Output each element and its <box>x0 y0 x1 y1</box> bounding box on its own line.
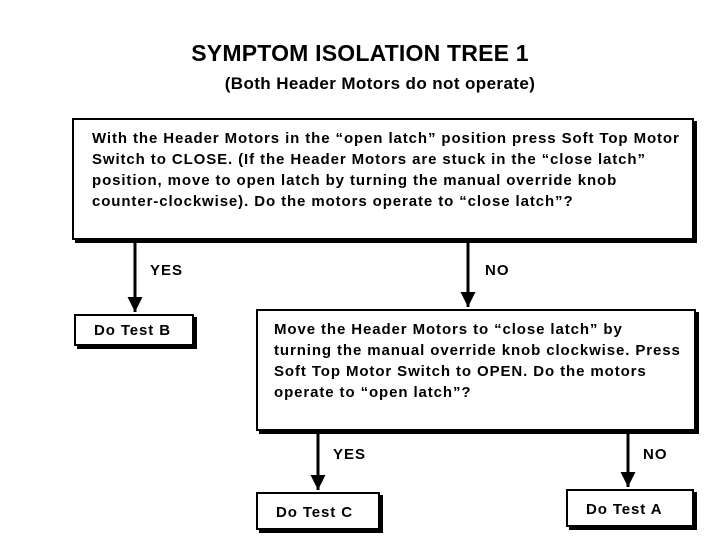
diagram-subtitle: (Both Header Motors do not operate) <box>224 74 536 93</box>
no-label-1: NO <box>485 262 510 279</box>
test-c-box: Do Test C <box>256 492 380 530</box>
yes-label-2: YES <box>333 446 367 463</box>
question-box-2: Move the Header Motors to “close latch” … <box>256 309 696 431</box>
question-box-1: With the Header Motors in the “open latc… <box>72 118 694 240</box>
test-b-box: Do Test B <box>74 314 194 346</box>
test-a-box: Do Test A <box>566 489 694 527</box>
diagram-title: SYMPTOM ISOLATION TREE 1 <box>191 40 529 66</box>
no-label-2: NO <box>643 446 668 463</box>
yes-label-1: YES <box>150 262 184 279</box>
